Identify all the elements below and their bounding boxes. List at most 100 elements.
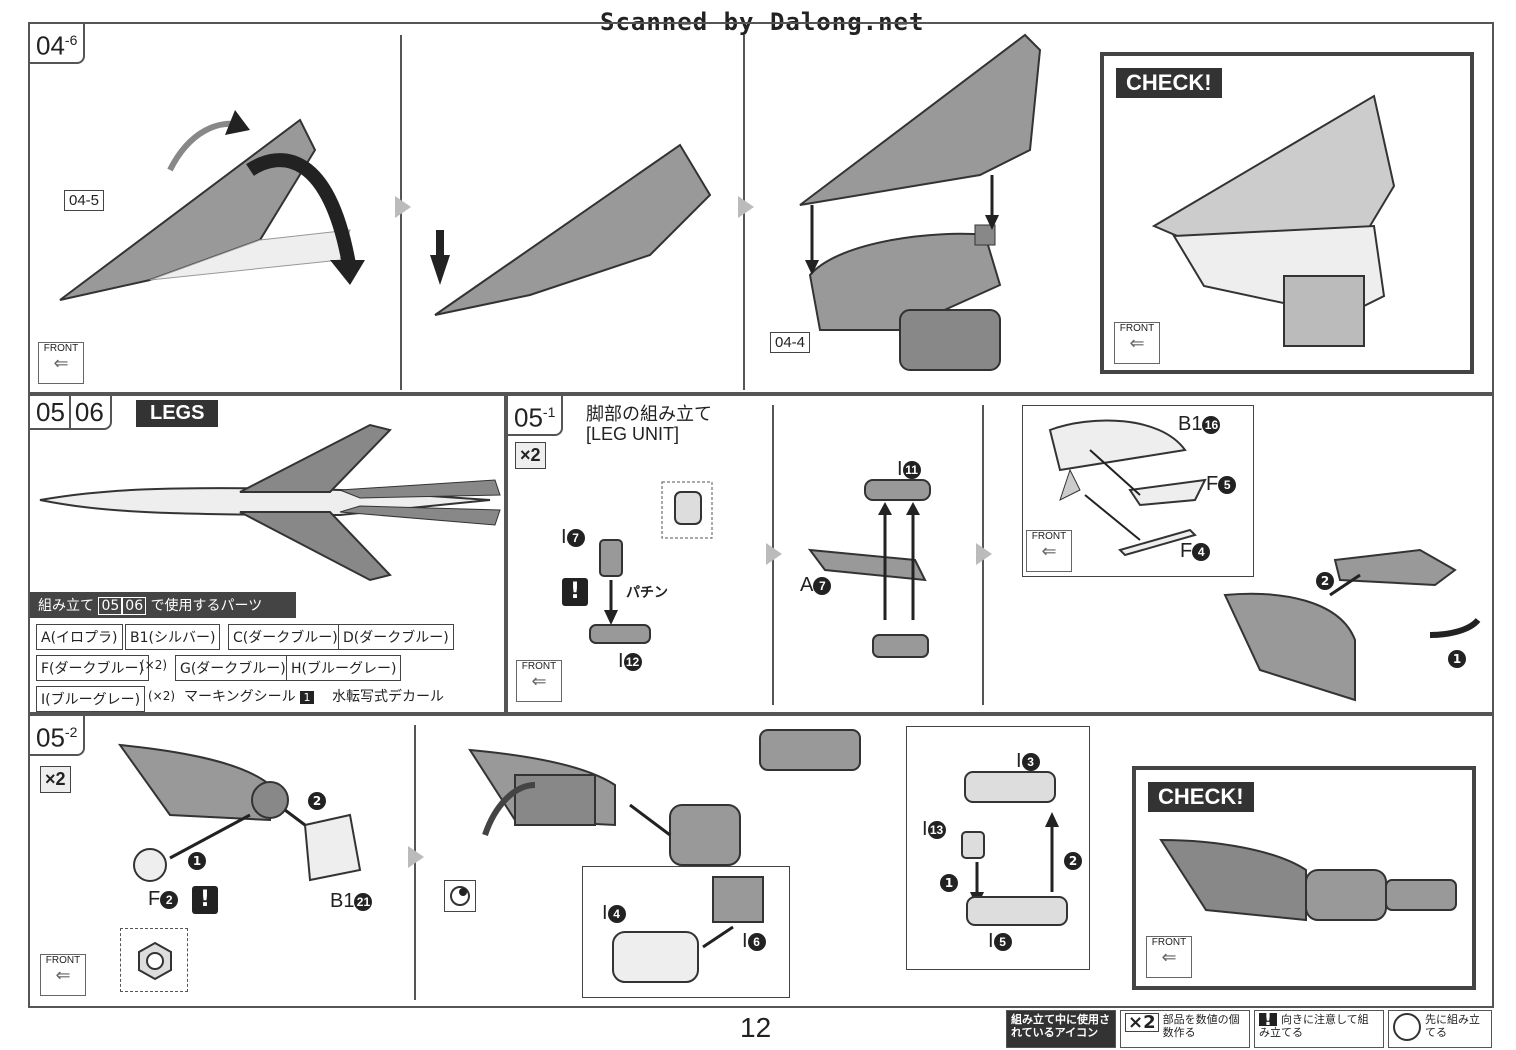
- check-label: CHECK!: [1116, 68, 1222, 98]
- arrow-left-icon: ⇐: [1129, 333, 1145, 353]
- circle-icon: [450, 886, 470, 906]
- warning-icon: !: [192, 886, 218, 914]
- part-a: A(イロプラ): [36, 624, 123, 650]
- step-arrow-icon: [395, 196, 411, 218]
- engine-parts-illustration: [612, 876, 764, 983]
- front-indicator: FRONT⇐: [1026, 530, 1072, 572]
- front-indicator: FRONT⇐: [1146, 936, 1192, 978]
- detail-box: [120, 928, 188, 992]
- step-number: 1: [1448, 648, 1466, 668]
- circle-icon: [1393, 1013, 1421, 1041]
- step-arrow-icon: [766, 543, 782, 565]
- part-g: G(ダークブルー): [175, 655, 291, 681]
- panel-step-04-6: [28, 22, 1494, 394]
- step-number: 2: [308, 790, 326, 810]
- front-indicator: FRONT⇐: [40, 954, 86, 996]
- step-number: 1: [188, 850, 206, 870]
- x2-mark: (×2): [140, 658, 168, 672]
- legend-first: 先に組み立てる: [1388, 1010, 1492, 1048]
- step-number: 2: [1316, 570, 1334, 590]
- pin-assembly-illustration: [589, 481, 713, 644]
- step-arrow-icon: [408, 846, 424, 868]
- part-d: D(ダークブルー): [338, 624, 454, 650]
- x2-mark: (×2): [148, 689, 176, 703]
- arrow-left-icon: ⇐: [1041, 541, 1057, 561]
- ref-tag: 04-5: [64, 190, 105, 211]
- legend-warning: ! 向きに注意して組み立てる: [1254, 1010, 1384, 1048]
- warning-icon: !: [1259, 1011, 1277, 1029]
- step-number: 2: [1064, 850, 1082, 870]
- ref-tag: 04-4: [770, 332, 811, 353]
- multiplier-icon: ×2: [515, 442, 546, 469]
- step-id-05-2: 05-2: [28, 714, 86, 756]
- step-arrow-icon: [976, 543, 992, 565]
- front-indicator: FRONT⇐: [38, 342, 84, 384]
- leg-check-illustration: [1159, 838, 1457, 922]
- check-label: CHECK!: [1148, 782, 1254, 812]
- detail-box: [906, 726, 1090, 970]
- check-frame: CHECK! FRONT⇐: [1132, 766, 1476, 990]
- front-indicator: FRONT⇐: [1114, 322, 1160, 364]
- part-i: I(ブルーグレー): [36, 686, 146, 712]
- sticker-label: マーキングシール 1: [184, 686, 315, 706]
- step-id-04-6: 04-6: [28, 22, 86, 64]
- arrow-left-icon: ⇐: [53, 353, 69, 373]
- leg-engine-illustration: [468, 729, 861, 866]
- part-f: F(ダークブルー): [36, 655, 149, 681]
- step-arrow-icon: [738, 196, 754, 218]
- first-assemble-icon: [444, 880, 476, 912]
- arrow-left-icon: ⇐: [55, 965, 71, 985]
- wing-illustration: [59, 110, 365, 301]
- leg-cover-illustration: [1223, 548, 1481, 702]
- part-c: C(ダークブルー): [228, 624, 343, 650]
- wing-assembly-illustration: [799, 33, 1042, 371]
- page-number: 12: [740, 1012, 772, 1043]
- legend-x2: ×2 部品を数値の個数作る: [1120, 1010, 1250, 1048]
- arrow-left-icon: ⇐: [531, 671, 547, 691]
- front-indicator: FRONT⇐: [516, 660, 562, 702]
- wing-illustration: [430, 143, 712, 316]
- snap-label: パチン: [626, 585, 668, 601]
- leg-frame-illustration: [807, 479, 931, 658]
- multiplier-icon: ×2: [40, 766, 71, 793]
- wing-check-illustration: [1151, 94, 1396, 347]
- check-frame: CHECK! FRONT⇐: [1100, 52, 1474, 374]
- panel-step-05-1: [506, 394, 1494, 714]
- panel-legs: [28, 394, 506, 714]
- x2-icon: ×2: [1125, 1013, 1159, 1032]
- nut-icon: [138, 941, 172, 981]
- part-b1: B1(シルバー): [125, 624, 221, 650]
- arrow-left-icon: ⇐: [1161, 947, 1177, 967]
- aircraft-illustration: [39, 423, 501, 582]
- leg-nozzle-illustration: [117, 743, 362, 882]
- step-title-en: [LEG UNIT]: [586, 424, 680, 444]
- step-title-jp: 脚部の組み立て: [586, 404, 712, 425]
- detail-box: [582, 866, 790, 998]
- legs-title: LEGS: [136, 400, 219, 427]
- joint-parts-illustration: [961, 771, 1068, 926]
- part-h: H(ブルーグレー): [286, 655, 402, 681]
- warning-icon: !: [562, 578, 588, 606]
- panel-step-05-2: [28, 714, 1494, 1008]
- step-id-05-1: 05-1: [506, 394, 564, 436]
- step-number: 1: [940, 872, 958, 892]
- decal-label: 水転写式デカール: [332, 689, 444, 705]
- cover-parts-illustration: [1048, 419, 1207, 557]
- legend-title: 組み立て中に使用されているアイコン: [1006, 1010, 1116, 1048]
